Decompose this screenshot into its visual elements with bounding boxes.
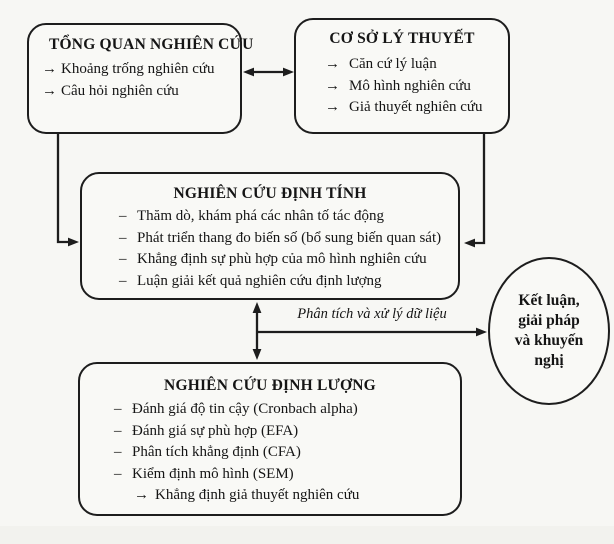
arrow-bullet-icon: → bbox=[325, 77, 340, 94]
overview-theory-double-arrow bbox=[243, 67, 294, 77]
list-item: – Khẳng định sự phù hợp của mô hình nghi… bbox=[119, 249, 454, 271]
dash-bullet-icon: – bbox=[119, 272, 127, 289]
list-item: – Luận giải kết quả nghiên cứu định lượn… bbox=[119, 271, 454, 293]
list-item-label: Giả thuyết nghiên cứu bbox=[349, 99, 483, 115]
list-item-label: Khẳng định sự phù hợp của mô hình nghiên… bbox=[137, 251, 427, 267]
dash-bullet-icon: – bbox=[119, 251, 127, 267]
overview-to-qualitative-arrow bbox=[56, 134, 79, 247]
list-item: → Câu hỏi nghiên cứu bbox=[42, 81, 234, 103]
list-item-label: Phát triển thang đo biến số (bổ sung biế… bbox=[137, 229, 442, 246]
conclusion-ellipse: Kết luận, giải pháp và khuyến nghị bbox=[488, 257, 610, 405]
list-item: → Khoảng trống nghiên cứu bbox=[42, 59, 234, 81]
box-co-so-ly-thuyet: CƠ SỞ LÝ THUYẾT → Căn cứ lý luận → Mô hì… bbox=[294, 18, 510, 134]
list-item: – Kiểm định mô hình (SEM) bbox=[114, 464, 456, 486]
list-item: – Phân tích khẳng định (CFA) bbox=[114, 442, 456, 464]
arrow-bullet-icon: → bbox=[42, 61, 57, 77]
list-item-label: Căn cứ lý luận bbox=[349, 56, 437, 72]
dash-bullet-icon: – bbox=[114, 401, 122, 417]
box-tong-quan-nghien-cuu: TỔNG QUAN NGHIÊN CỨU → Khoảng trống nghi… bbox=[27, 23, 254, 134]
arrow-bullet-icon: → bbox=[325, 56, 340, 72]
list-item: – Đánh giá sự phù hợp (EFA) bbox=[114, 421, 456, 443]
list-item: – Phát triển thang đo biến số (bổ sung b… bbox=[119, 228, 454, 250]
list-item-label: Đánh giá sự phù hợp (EFA) bbox=[132, 422, 299, 439]
list-item-label: Kiểm định mô hình (SEM) bbox=[132, 465, 294, 482]
box-title: CƠ SỞ LÝ THUYẾT bbox=[329, 30, 475, 47]
list-item-label: Thăm dò, khám phá các nhân tố tác động bbox=[137, 208, 385, 224]
to-conclusion-arrow bbox=[257, 327, 487, 337]
box-title: NGHIÊN CỨU ĐỊNH TÍNH bbox=[173, 185, 367, 202]
list-item: → Giả thuyết nghiên cứu bbox=[325, 97, 502, 119]
box-nghien-cuu-dinh-tinh: NGHIÊN CỨU ĐỊNH TÍNH – Thăm dò, khám phá… bbox=[80, 172, 460, 300]
list-item-label: Mô hình nghiên cứu bbox=[349, 77, 471, 94]
list-item: – Đánh giá độ tin cậy (Cronbach alpha) bbox=[114, 399, 456, 421]
list-item-label: Câu hỏi nghiên cứu bbox=[61, 82, 179, 99]
conclusion-line: Kết luận, bbox=[518, 292, 580, 309]
list-item-label: Khoảng trống nghiên cứu bbox=[61, 61, 215, 77]
list-sub-item: → Khẳng định giả thuyết nghiên cứu bbox=[114, 485, 456, 507]
list-item-label: Đánh giá độ tin cậy (Cronbach alpha) bbox=[132, 401, 358, 417]
list-item: → Mô hình nghiên cứu bbox=[325, 76, 502, 98]
box-title: NGHIÊN CỨU ĐỊNH LƯỢNG bbox=[164, 377, 376, 394]
theory-to-qualitative-arrow bbox=[464, 134, 486, 248]
conclusion-text: Kết luận, giải pháp và khuyến nghị bbox=[515, 291, 584, 371]
dash-bullet-icon: – bbox=[119, 229, 127, 246]
arrow-bullet-icon: → bbox=[134, 487, 149, 503]
box-title: TỔNG QUAN NGHIÊN CỨU bbox=[49, 36, 254, 53]
conclusion-line: giải pháp bbox=[518, 312, 580, 329]
list-item-label: Phân tích khẳng định (CFA) bbox=[132, 444, 301, 460]
arrow-bullet-icon: → bbox=[42, 82, 57, 99]
dash-bullet-icon: – bbox=[114, 465, 122, 482]
list-item: → Căn cứ lý luận bbox=[325, 54, 502, 76]
list-item: – Thăm dò, khám phá các nhân tố tác động bbox=[119, 206, 454, 228]
dash-bullet-icon: – bbox=[114, 422, 122, 439]
conclusion-line: và khuyến bbox=[514, 332, 584, 349]
conclusion-line: nghị bbox=[534, 352, 564, 369]
list-item-label: Luận giải kết quả nghiên cứu định lượng bbox=[137, 272, 382, 289]
data-processing-label: Phân tích và xử lý dữ liệu bbox=[297, 306, 447, 322]
box-nghien-cuu-dinh-luong: NGHIÊN CỨU ĐỊNH LƯỢNG – Đánh giá độ tin … bbox=[78, 362, 462, 516]
arrow-bullet-icon: → bbox=[325, 99, 340, 115]
dash-bullet-icon: – bbox=[114, 444, 122, 460]
list-item-label: Khẳng định giả thuyết nghiên cứu bbox=[155, 487, 360, 503]
dash-bullet-icon: – bbox=[119, 208, 127, 224]
